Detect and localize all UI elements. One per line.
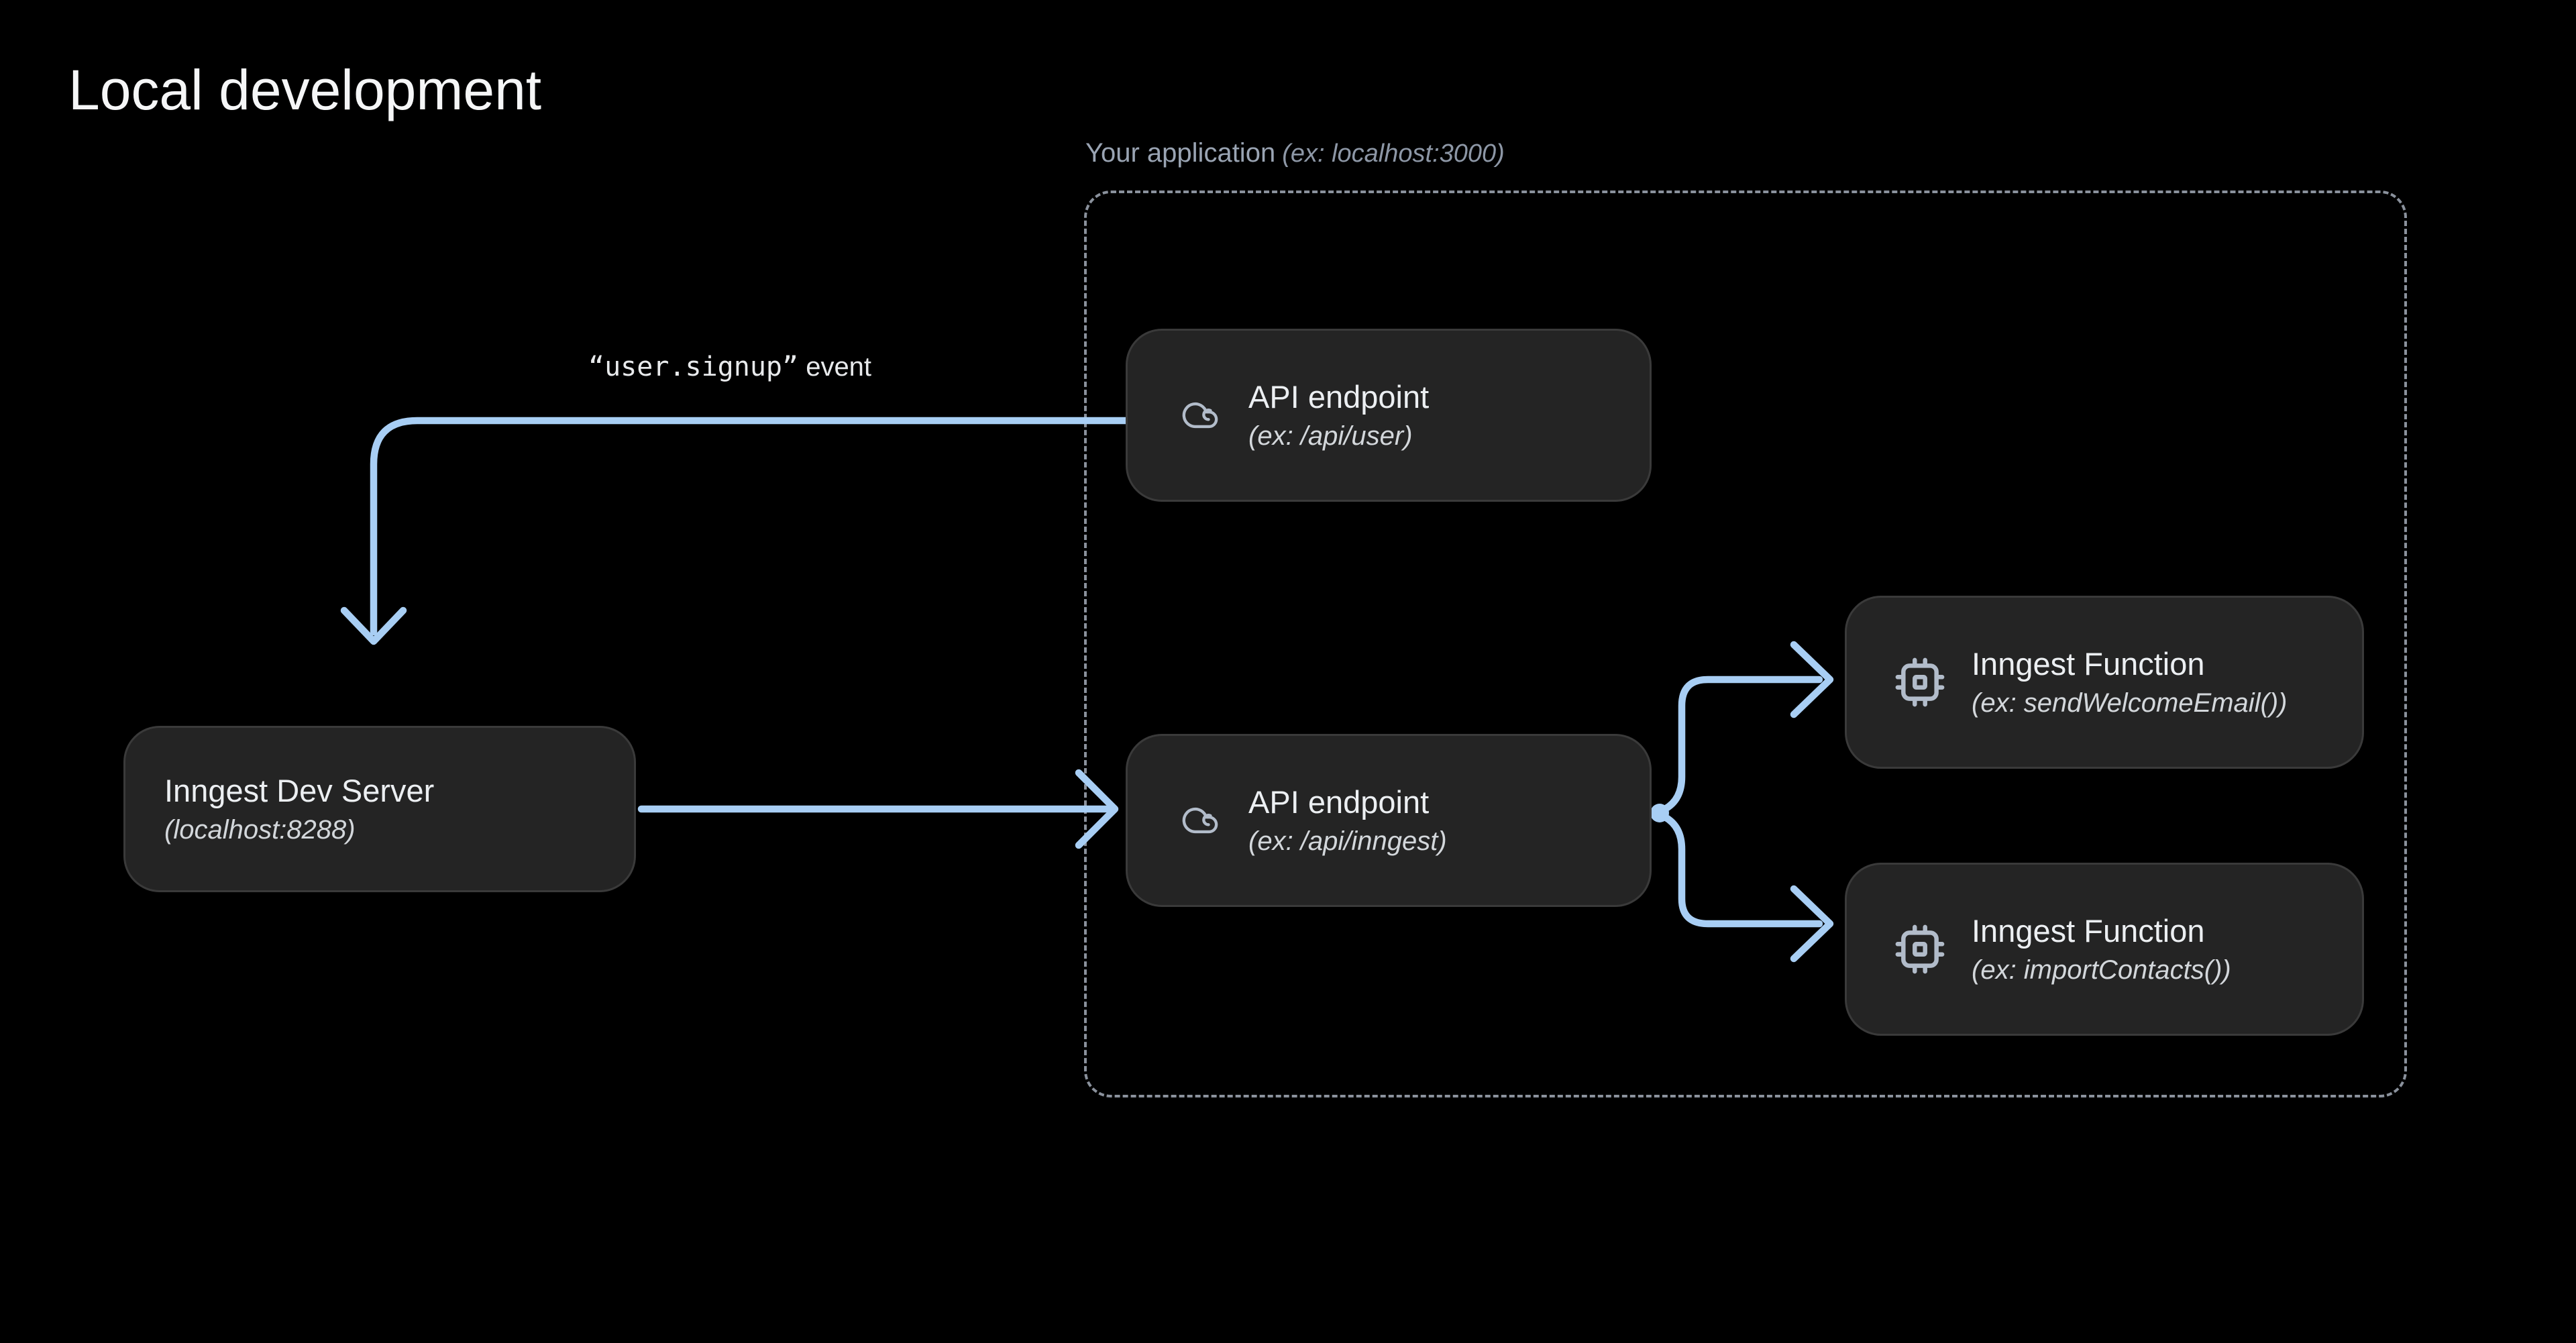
node-inngest-dev-server: Inngest Dev Server (localhost:8288)	[123, 726, 636, 892]
application-label-text: Your application	[1085, 138, 1276, 168]
node-sublabel: (localhost:8288)	[164, 815, 356, 845]
node-inngest-function-import-contacts: Inngest Function (ex: importContacts())	[1845, 863, 2364, 1036]
dev-server-arrow	[637, 769, 1119, 849]
node-inngest-function-send-welcome-email: Inngest Function (ex: sendWelcomeEmail()…	[1845, 596, 2364, 769]
cloud-icon	[1177, 801, 1223, 840]
cpu-icon	[1895, 924, 1945, 974]
node-label: API endpoint	[1248, 378, 1430, 415]
node-sublabel: (ex: sendWelcomeEmail())	[1972, 688, 2288, 718]
event-arrow	[340, 417, 1131, 645]
event-name-code: “user.signup”	[588, 352, 799, 382]
node-api-endpoint-inngest: API endpoint (ex: /api/inngest)	[1126, 734, 1652, 907]
node-label: Inngest Function	[1972, 912, 2205, 949]
application-label-note: (ex: localhost:3000)	[1282, 140, 1505, 168]
node-label: Inngest Dev Server	[164, 772, 435, 808]
node-sublabel: (ex: /api/inngest)	[1248, 826, 1447, 857]
node-label: Inngest Function	[1972, 645, 2205, 682]
application-container-outline	[1084, 191, 2407, 1097]
cpu-icon	[1895, 657, 1945, 707]
node-sublabel: (ex: importContacts())	[1972, 955, 2231, 985]
page-title: Local development	[68, 58, 542, 121]
event-arrow-label: “user.signup” event	[588, 352, 871, 382]
event-label-suffix: event	[798, 352, 872, 382]
node-label: API endpoint	[1248, 784, 1430, 820]
node-sublabel: (ex: /api/user)	[1248, 421, 1413, 451]
node-api-endpoint-user: API endpoint (ex: /api/user)	[1126, 329, 1652, 502]
cloud-icon	[1177, 396, 1223, 435]
application-container-label: Your application(ex: localhost:3000)	[1085, 138, 1505, 168]
